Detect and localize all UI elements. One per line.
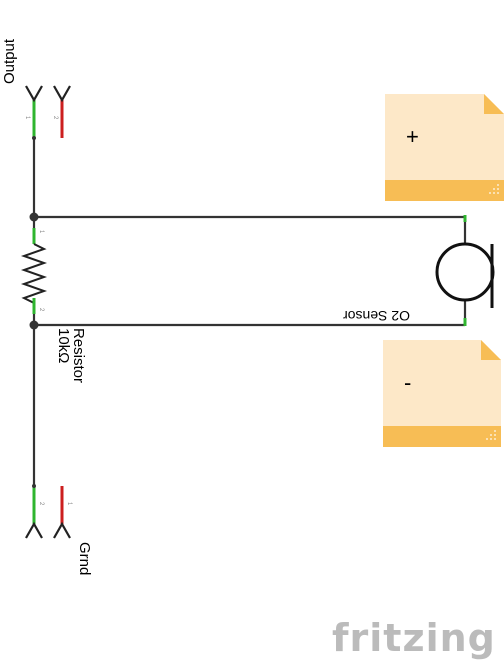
- output-fork-1-icon: [25, 85, 43, 103]
- note-plus-text: +: [406, 124, 419, 149]
- output-pin-2-label: 2: [52, 116, 58, 120]
- note-plus[interactable]: +: [385, 94, 504, 201]
- note-plus-resize-icon: [489, 184, 499, 194]
- ground-pin-2-label: 2: [38, 502, 44, 506]
- output-pin-1-label: 1: [24, 116, 30, 120]
- o2-sensor[interactable]: [435, 215, 495, 326]
- junction-dot-bottom: [29, 320, 39, 330]
- note-minus-resize-icon: [486, 430, 496, 440]
- resistor-zigzag: [20, 243, 48, 304]
- note-minus-fold: [481, 340, 501, 360]
- output-fork-2-icon: [53, 85, 71, 103]
- note-minus-body: [383, 340, 501, 426]
- ground-fork-1-icon: [53, 521, 71, 539]
- resistor[interactable]: 1 2: [20, 228, 48, 314]
- sensor-label: O2 Sensor: [343, 308, 410, 324]
- ground-fork-2-icon: [25, 521, 43, 539]
- sensor-circle: [435, 242, 495, 302]
- junction-dot-top: [29, 212, 39, 222]
- output-label: Output: [1, 38, 18, 84]
- note-minus[interactable]: -: [383, 340, 501, 447]
- ground-connector[interactable]: 2 1: [25, 484, 72, 539]
- resistor-value-label: 10kΩ: [55, 328, 72, 363]
- ground-pin-1-label: 1: [66, 502, 72, 506]
- fritzing-logo: fritzing: [332, 616, 496, 660]
- output-connector[interactable]: 1 2: [24, 85, 71, 140]
- note-minus-band: [383, 426, 501, 447]
- wires: [32, 112, 467, 510]
- resistor-name-label: Resistor: [70, 328, 87, 383]
- note-plus-fold: [484, 94, 504, 114]
- note-plus-body: [385, 94, 504, 180]
- resistor-pin-2-label: 2: [38, 308, 44, 312]
- ground-label: Grnd: [76, 542, 93, 575]
- note-minus-text: -: [404, 370, 411, 395]
- note-plus-band: [385, 180, 504, 201]
- resistor-pin-1-label: 1: [38, 230, 44, 234]
